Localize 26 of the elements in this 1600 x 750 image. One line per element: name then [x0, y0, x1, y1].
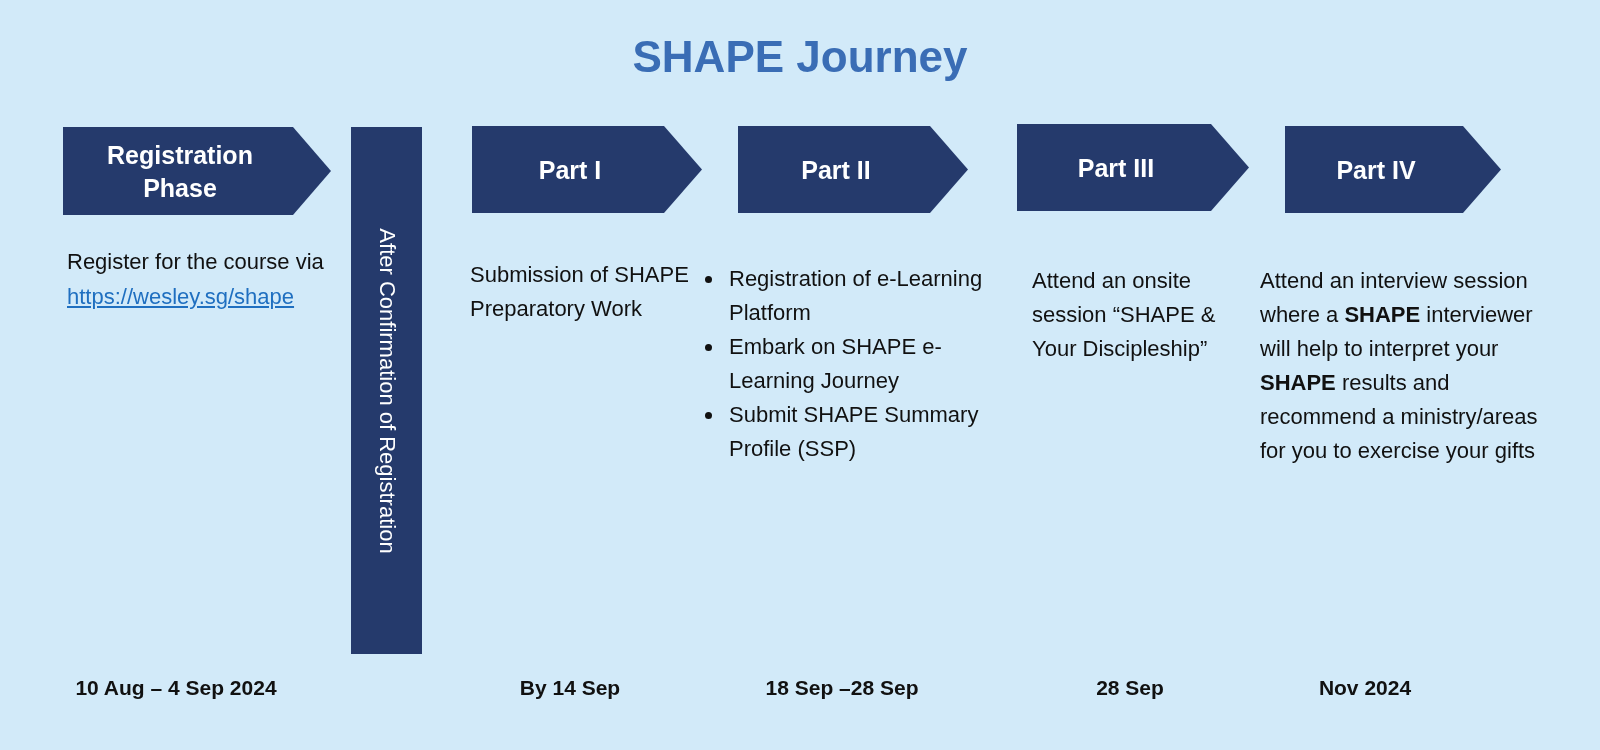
phase-banner	[472, 126, 702, 213]
date-label: 18 Sep –28 Sep	[764, 676, 920, 700]
banner-text: After Confirmation of Registration	[373, 227, 401, 554]
phase-banner	[1017, 124, 1249, 211]
date-label: 10 Aug – 4 Sep 2024	[74, 676, 278, 700]
phase-title: Part I	[537, 154, 603, 186]
description-text: Register for the course via	[67, 248, 325, 276]
title: SHAPE Journey	[631, 32, 969, 82]
description-text: Attend an onsite session “SHAPE & Your Discipleship”	[1032, 267, 1217, 364]
phase-banner	[1285, 126, 1501, 213]
phase-title: Registration Phase	[106, 139, 254, 203]
phase-title: Part IV	[1335, 154, 1417, 186]
bullet-text: Embark on SHAPE e-Learning Journey	[729, 333, 943, 396]
phase-title: Part II	[800, 154, 872, 186]
date-label: 28 Sep	[1095, 676, 1165, 700]
web-link: https://wesley.sg/shape	[67, 283, 295, 311]
bullet-text: Submit SHAPE Summary Profile (SSP)	[729, 401, 980, 464]
vertical-banner	[351, 127, 422, 654]
phase-banner	[63, 127, 331, 215]
bullet-text: Registration of e-Learning Platform	[729, 265, 984, 328]
description-text: Submission of SHAPE Preparatory Work	[470, 261, 690, 324]
date-label: By 14 Sep	[518, 676, 622, 700]
description-text: Attend an interview session where a SHAPE interviewer will help to interpret your SHAPE results and recommend a ministry/areas for you to exercise your gifts	[1260, 267, 1539, 466]
phase-banner	[738, 126, 968, 213]
date-label: Nov 2024	[1317, 676, 1413, 700]
phase-title: Part III	[1076, 152, 1156, 184]
